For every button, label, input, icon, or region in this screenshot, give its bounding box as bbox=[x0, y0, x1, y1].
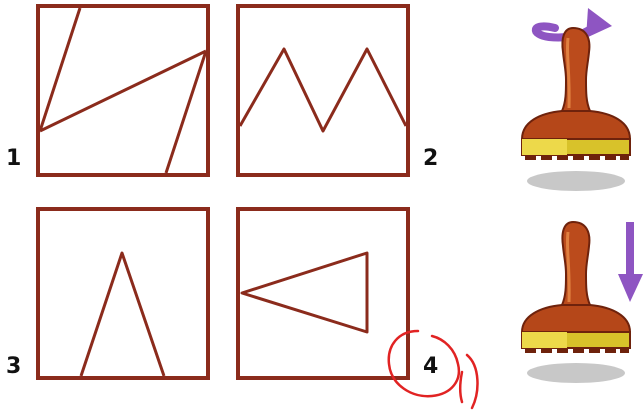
panel-2-drawing bbox=[240, 49, 406, 131]
panel-4[interactable] bbox=[238, 209, 408, 378]
panel-2-frame bbox=[238, 6, 408, 175]
panel-4-number: 4 bbox=[423, 354, 438, 379]
panel-2[interactable] bbox=[238, 6, 408, 175]
panel-3-number: 3 bbox=[6, 354, 21, 379]
panel-1-number: 1 bbox=[6, 146, 21, 171]
panel-3[interactable] bbox=[38, 209, 208, 378]
panel-1[interactable] bbox=[38, 6, 208, 175]
rubber-stamp-icon[interactable] bbox=[522, 28, 630, 191]
rubber-stamp-icon[interactable] bbox=[522, 222, 630, 383]
panel-2-number: 2 bbox=[423, 146, 438, 171]
panel-4-frame bbox=[238, 209, 408, 378]
down-arrow-icon bbox=[618, 222, 643, 302]
panel-4-drawing bbox=[242, 253, 367, 332]
panel-3-frame bbox=[38, 209, 208, 378]
panel-3-drawing bbox=[81, 253, 164, 376]
panel-1-drawing bbox=[40, 8, 206, 173]
